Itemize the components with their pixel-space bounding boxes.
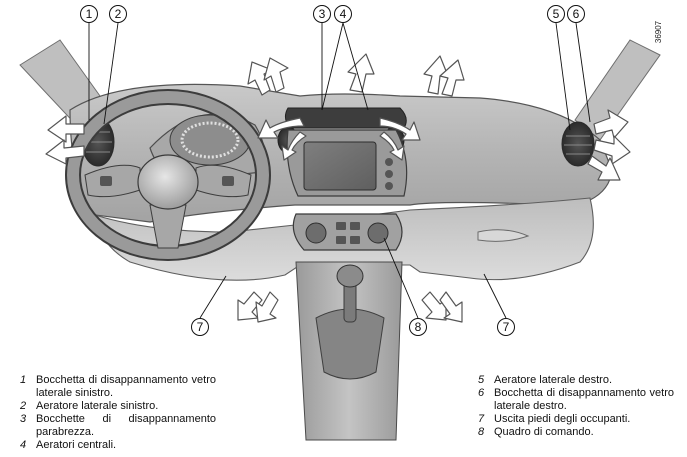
legend-item: 7 Uscita piedi degli occupanti. (478, 413, 674, 426)
multimedia-screen (303, 141, 377, 191)
control-button (336, 236, 346, 244)
legend-item: 1 Bocchetta di disappannamento vetro lat… (20, 374, 216, 400)
legend-number: 1 (20, 374, 27, 386)
legend-right: 5 Aeratore laterale destro. 6 Bocchetta … (478, 374, 674, 439)
callout-2-label: 2 (115, 7, 122, 21)
legend-text: Aeratori centrali. (36, 439, 117, 451)
callout-8-label: 8 (415, 320, 422, 334)
legend-number: 6 (478, 387, 485, 399)
glovebox-handle (477, 229, 530, 242)
upward-airflow-arrow (263, 57, 289, 93)
upward-airflow-arrow (439, 59, 465, 97)
legend-text: Aeratore laterale sinistro. (36, 400, 159, 412)
callout-8: 8 (409, 318, 427, 336)
callout-3: 3 (313, 5, 331, 23)
legend-number: 5 (478, 374, 485, 386)
airflow-arrows (45, 53, 631, 323)
right-control-knob (367, 222, 389, 244)
central-vent-airflow-arrow (379, 131, 405, 161)
screen-button (385, 182, 393, 190)
legend-item: 6 Bocchetta di disappannamento vetro lat… (478, 387, 674, 413)
legend-item: 3 Bocchette di disappannamento parabrezz… (20, 413, 216, 439)
leader-lines (88, 22, 591, 319)
legend-text: Bocchette di disappannamento parabrezza. (36, 413, 216, 438)
gear-boot (315, 308, 385, 380)
central-vent-airflow-arrow (257, 117, 305, 139)
wheel-button (100, 176, 112, 186)
callout-4-label: 4 (340, 7, 347, 21)
callout-7-right: 7 (497, 318, 515, 336)
callout-7-left-label: 7 (197, 320, 204, 334)
legend-left: 1 Bocchetta di disappannamento vetro lat… (20, 374, 216, 452)
legend-text: Quadro di comando. (494, 426, 594, 438)
callout-7-left: 7 (191, 318, 209, 336)
reference-code: 36907 (654, 20, 663, 43)
legend-number: 3 (20, 413, 27, 425)
legend-number: 7 (478, 413, 485, 425)
callout-6-label: 6 (573, 7, 580, 21)
upward-airflow-arrow (347, 53, 375, 93)
right-side-airflow-arrow (593, 135, 631, 165)
right-side-airflow-arrow (587, 155, 621, 181)
callout-3-label: 3 (319, 7, 326, 21)
legend-item: 4 Aeratori centrali. (20, 439, 216, 452)
callout-6: 6 (567, 5, 585, 23)
foot-airflow-arrow (439, 291, 463, 323)
control-button (350, 236, 360, 244)
callout-2: 2 (109, 5, 127, 23)
legend-text: Aeratore laterale destro. (494, 374, 613, 386)
foot-airflow-arrow (255, 291, 279, 323)
left-side-airflow-arrow (45, 139, 85, 165)
central-vent-airflow-arrow (281, 131, 307, 161)
legend-item: 5 Aeratore laterale destro. (478, 374, 674, 387)
legend-number: 2 (20, 400, 27, 412)
right-side-vent (561, 121, 595, 167)
legend-number: 8 (478, 426, 485, 438)
legend-number: 4 (20, 439, 27, 451)
screen-button (385, 170, 393, 178)
steering-hub (137, 154, 199, 210)
instrument-dial (180, 121, 240, 159)
legend-text: Bocchetta di disappannamento vetro later… (494, 387, 674, 412)
callout-5-label: 5 (553, 7, 560, 21)
left-side-airflow-arrow (47, 115, 85, 143)
callout-7-right-label: 7 (503, 320, 510, 334)
callout-5: 5 (547, 5, 565, 23)
foot-airflow-arrow (421, 291, 447, 321)
foot-airflow-arrow (237, 291, 263, 321)
right-side-airflow-arrow (593, 109, 629, 139)
right-a-pillar (574, 39, 661, 141)
legend-text: Bocchetta di disappannamento vetro later… (36, 374, 216, 399)
left-control-knob (305, 222, 327, 244)
callout-1: 1 (80, 5, 98, 23)
callout-4: 4 (334, 5, 352, 23)
gear-knob (336, 264, 364, 288)
callout-1-label: 1 (86, 7, 93, 21)
upward-airflow-arrow (423, 55, 449, 95)
legend-item: 2 Aeratore laterale sinistro. (20, 400, 216, 413)
legend-item: 8 Quadro di comando. (478, 426, 674, 439)
upward-airflow-arrow (247, 61, 273, 96)
legend-text: Uscita piedi degli occupanti. (494, 413, 631, 425)
steering-wheel (65, 89, 271, 261)
control-button (350, 222, 360, 230)
screen-button (385, 158, 393, 166)
wheel-button (222, 176, 234, 186)
control-button (336, 222, 346, 230)
central-vent-airflow-arrow (379, 117, 421, 141)
